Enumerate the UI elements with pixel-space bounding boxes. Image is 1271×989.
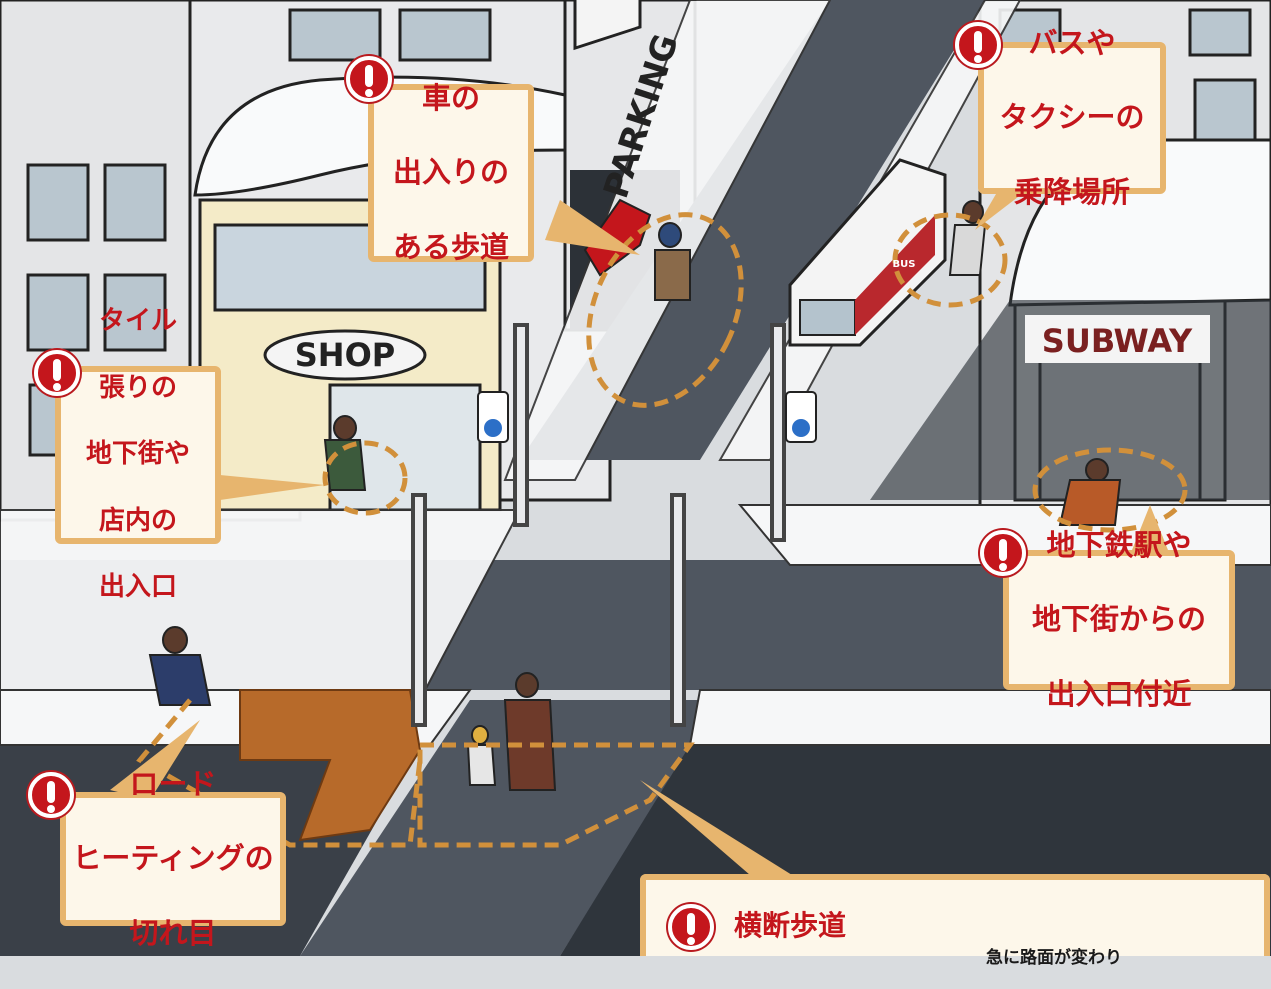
callout-tile-entrance-line1: タイル	[98, 306, 177, 337]
alert-icon-car-entrance	[346, 56, 392, 102]
shop-sign	[263, 329, 427, 381]
callout-subway-entrance-line1: 地下鉄駅や	[1046, 528, 1192, 563]
subway-sign-backing	[1025, 315, 1210, 363]
callout-tile-entrance-line5: 出入口	[98, 572, 177, 603]
callout-bus-taxi-line3: 乗降場所	[1013, 174, 1130, 209]
callout-bus-taxi-line2: タクシーの	[999, 100, 1145, 135]
callout-bus-taxi-line1: バスや	[1028, 26, 1116, 61]
bus-stop-label: BUS	[893, 259, 916, 270]
traffic-lights	[477, 391, 817, 443]
callout-road-heating: ロード ヒーティングの 切れ目	[60, 767, 286, 950]
callout-subway-entrance-line2: 地下街からの	[1031, 602, 1206, 637]
callout-tile-entrance-line3: 地下街や	[85, 439, 190, 470]
callout-road-heating-line3: 切れ目	[129, 915, 217, 950]
hazard-rings	[136, 212, 1188, 848]
callout-crosswalk: 横断歩道 急に路面が変わり	[640, 874, 1270, 968]
callout-crosswalk-subtext: 急に路面が変わり	[986, 948, 1122, 968]
callout-bus-taxi: バスや タクシーの 乗降場所	[978, 26, 1166, 209]
callout-car-entrance-line2: 出入りの	[392, 155, 509, 190]
parking-sign	[573, 0, 642, 51]
alert-icon-subway-entrance	[980, 530, 1026, 576]
pedestrians	[148, 200, 1122, 791]
callout-road-heating-line2: ヒーティングの	[72, 841, 274, 876]
lower-diagonal-road	[300, 700, 720, 956]
callout-tile-entrance-line2: 張りの	[98, 372, 177, 403]
callout-car-entrance-line3: ある歩道	[392, 229, 509, 264]
callout-car-entrance-line1: 車の	[421, 81, 480, 116]
winter-hazard-illustration: PARKING SHOP SUBWAY BUS 車の 出入りの ある歩道 バスや…	[0, 0, 1271, 968]
alert-icon-crosswalk	[668, 904, 714, 950]
alert-icon-road-heating	[28, 772, 74, 818]
traffic-poles	[411, 323, 786, 727]
callout-road-heating-line1: ロード	[129, 767, 217, 802]
callout-subway-entrance-line3: 出入口付近	[1046, 676, 1192, 711]
callout-car-entrance: 車の 出入りの ある歩道	[368, 81, 534, 264]
bus	[788, 158, 947, 347]
callout-crosswalk-title: 横断歩道	[734, 909, 847, 942]
callout-tile-entrance-line4: 店内の	[98, 505, 177, 536]
callout-tile-entrance: タイル 張りの 地下街や 店内の 出入口	[55, 306, 221, 602]
alert-icon-tile-entrance	[34, 350, 80, 396]
building-windows	[26, 8, 1257, 457]
callout-pointers	[110, 170, 1170, 880]
callout-subway-entrance: 地下鉄駅や 地下街からの 出入口付近	[1003, 528, 1235, 711]
subway-sign-label: SUBWAY	[1042, 322, 1193, 360]
alert-icon-bus-taxi	[955, 22, 1001, 68]
shop-sign-label: SHOP	[295, 336, 395, 374]
